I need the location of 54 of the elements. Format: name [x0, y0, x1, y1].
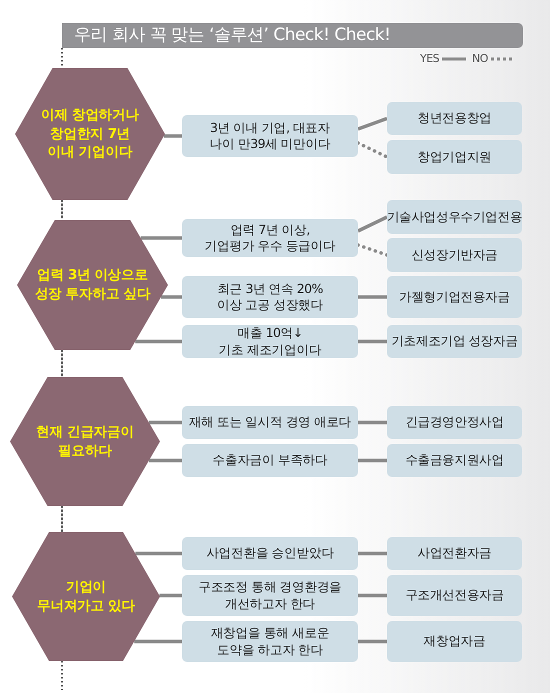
condition-box: 재창업을 통해 새로운 도약을 하고자 한다	[182, 621, 358, 662]
connector-line	[357, 116, 388, 131]
connector-line	[358, 295, 387, 299]
connector-line	[358, 552, 387, 556]
question-text: 현재 긴급자금이 필요하다	[35, 422, 135, 460]
connector-line	[358, 594, 387, 598]
connector-line	[357, 215, 388, 233]
fund-box: 창업기업지원	[387, 140, 522, 174]
dotted-connector	[61, 349, 63, 378]
hexagon	[12, 532, 160, 661]
fund-box: 기술사업성우수기업전용	[387, 200, 522, 234]
dotted-connector	[356, 141, 389, 159]
condition-box: 사업전환을 승인받았다	[182, 537, 358, 570]
fund-box: 신성장기반자금	[387, 238, 522, 272]
connector-line	[134, 640, 182, 644]
fund-box: 기초제조기업 성장자금	[387, 325, 522, 358]
dotted-connector	[61, 199, 63, 221]
connector-line	[164, 134, 182, 138]
connector-line	[358, 340, 387, 344]
fund-box: 구조개선전용자금	[387, 575, 522, 616]
fund-box: 재창업자금	[387, 621, 522, 662]
fund-box: 긴급경영안정사업	[387, 406, 522, 439]
condition-box: 최근 3년 연속 20% 이상 고공 성장했다	[182, 276, 358, 318]
dotted-connector	[356, 243, 389, 257]
hexagon	[10, 377, 160, 506]
title-bar: 우리 회사 꼭 맞는 ‘솔루션’ Check! Check!	[62, 23, 523, 48]
connector-line	[159, 594, 182, 598]
fund-box: 사업전환자금	[387, 537, 522, 570]
condition-box: 업력 7년 이상, 기업평가 우수 등급이다	[182, 219, 358, 257]
dotted-connector	[61, 505, 63, 533]
question-text: 이제 창업하거나 창업한지 7년 이내 기업이다	[40, 106, 140, 162]
condition-box: 3년 이내 기업, 대표자 나이 만39세 미만이다	[182, 115, 358, 157]
condition-box: 매출 10억↓ 기초 제조기업이다	[182, 325, 358, 358]
question-text: 기업이 무너져가고 있다	[36, 578, 136, 616]
hexagon	[15, 68, 165, 200]
legend-label: NO	[472, 52, 488, 65]
fund-box: 가젤형기업전용자금	[387, 276, 522, 318]
question-text: 업력 3년 이상으로 성장 투자하고 싶다	[34, 266, 152, 304]
connector-line	[135, 552, 182, 556]
connector-line	[148, 420, 182, 424]
connector-line	[358, 420, 387, 424]
connector-line	[358, 458, 387, 462]
legend-label: YES	[420, 52, 440, 65]
fund-box: 수출금융지원사업	[387, 444, 522, 477]
connector-line	[148, 458, 182, 462]
condition-box: 수출자금이 부족하다	[182, 444, 358, 477]
connector-line	[161, 295, 182, 299]
condition-box: 구조조정 통해 경영환경을 개선하고자 한다	[182, 575, 358, 616]
condition-box: 재해 또는 일시적 경영 애로다	[182, 406, 358, 439]
hexagon	[17, 220, 168, 350]
connector-line	[358, 640, 387, 644]
fund-box: 청년전용창업	[387, 102, 522, 135]
connector-line	[140, 236, 182, 240]
connector-line	[135, 340, 182, 344]
